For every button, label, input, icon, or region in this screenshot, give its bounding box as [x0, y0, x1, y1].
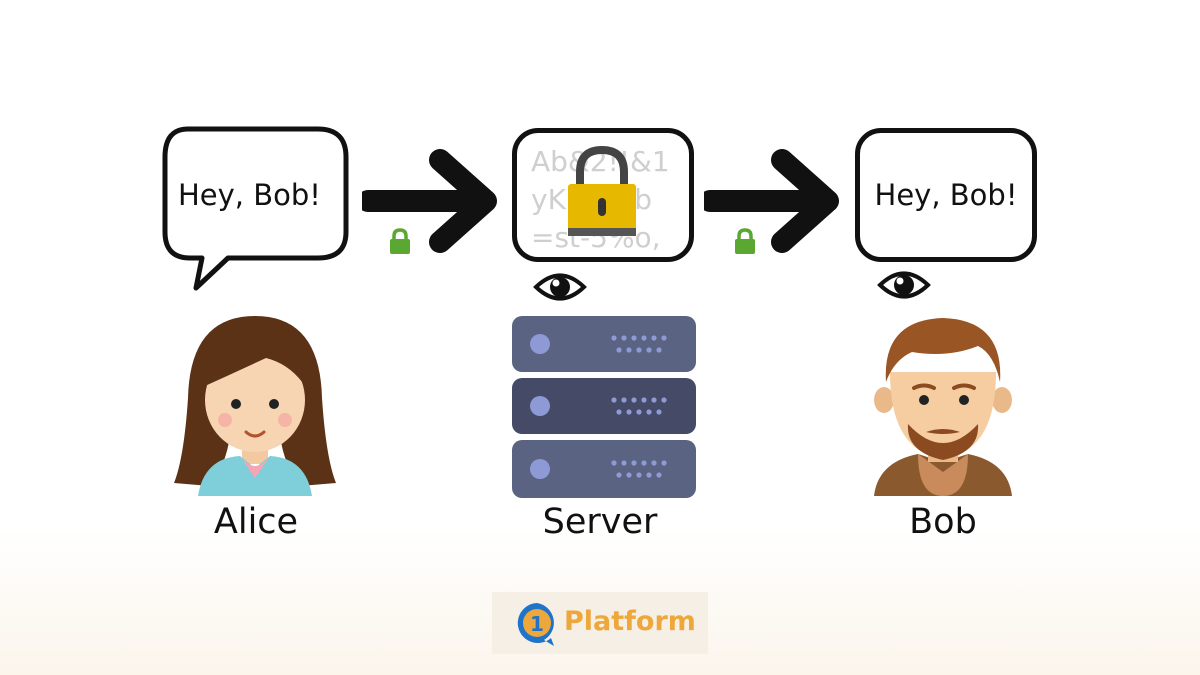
server-label: Server — [542, 502, 658, 542]
bob-message: Hey, Bob! — [874, 178, 1018, 212]
small-lock-icon — [735, 228, 755, 254]
bob-message-box: Hey, Bob! — [855, 128, 1037, 262]
logo-digit: 1 — [530, 612, 544, 636]
bob-label: Bob — [909, 502, 977, 542]
eye-icon — [533, 273, 587, 301]
alice-label: Alice — [213, 502, 299, 542]
alice-message: Hey, Bob! — [178, 178, 321, 212]
alice-speech-bubble — [162, 126, 349, 291]
right-arrow-icon — [704, 149, 839, 253]
bob-avatar — [874, 318, 1012, 496]
eye-icon — [877, 271, 931, 299]
alice-avatar — [174, 316, 336, 496]
right-arrow-icon — [362, 149, 497, 253]
server-rack-icon — [512, 316, 696, 498]
small-lock-icon — [390, 228, 410, 254]
padlock-icon — [568, 145, 636, 236]
platform-logo: 1 Platform — [492, 592, 708, 654]
logo-text: Platform — [564, 606, 696, 637]
logo-badge-icon: 1 — [517, 603, 554, 646]
